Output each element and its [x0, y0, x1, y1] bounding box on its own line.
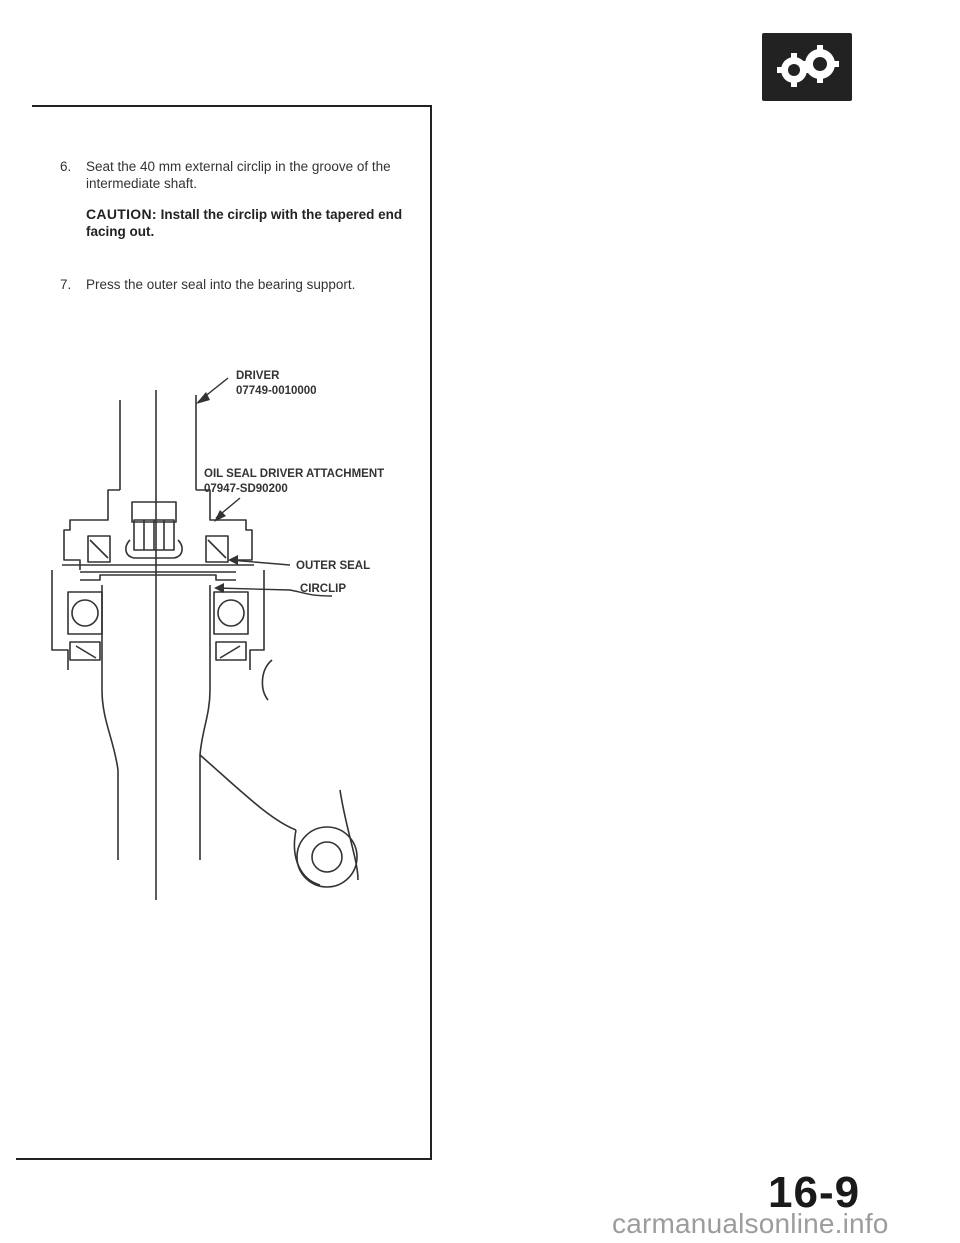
circlip-label: CIRCLIP	[300, 583, 346, 595]
step-text: Press the outer seal into the bearing su…	[86, 277, 356, 292]
step-number: 7.	[60, 277, 72, 292]
watermark-text: carmanualsonline.info	[612, 1208, 889, 1239]
attachment-part-number: 07947-SD90200	[204, 483, 288, 495]
frame-right-rule	[430, 105, 432, 1160]
section-badge	[762, 33, 852, 101]
page-number: 16-9	[768, 1168, 861, 1217]
attachment-label: OIL SEAL DRIVER ATTACHMENT	[204, 468, 385, 480]
caution-text: Install the circlip with the tapered end…	[86, 207, 403, 239]
step-text: Seat the 40 mm external circlip in the g…	[86, 159, 391, 191]
caution-note: CAUTION: Install the circlip with the ta…	[86, 206, 436, 240]
step-7: 7. Press the outer seal into the bearing…	[60, 276, 430, 296]
step-6: 6. Seat the 40 mm external circlip in th…	[60, 158, 430, 198]
frame-top-rule	[32, 105, 432, 107]
driver-part-number: 07749-0010000	[236, 385, 317, 397]
caution-label: CAUTION:	[86, 206, 157, 222]
step-number: 6.	[60, 159, 72, 174]
gears-icon	[777, 45, 839, 87]
driver-label: DRIVER	[236, 370, 280, 382]
frame-bottom-rule	[16, 1158, 432, 1160]
outer-seal-label: OUTER SEAL	[296, 560, 371, 572]
outer-seal-installation-diagram	[51, 377, 359, 900]
